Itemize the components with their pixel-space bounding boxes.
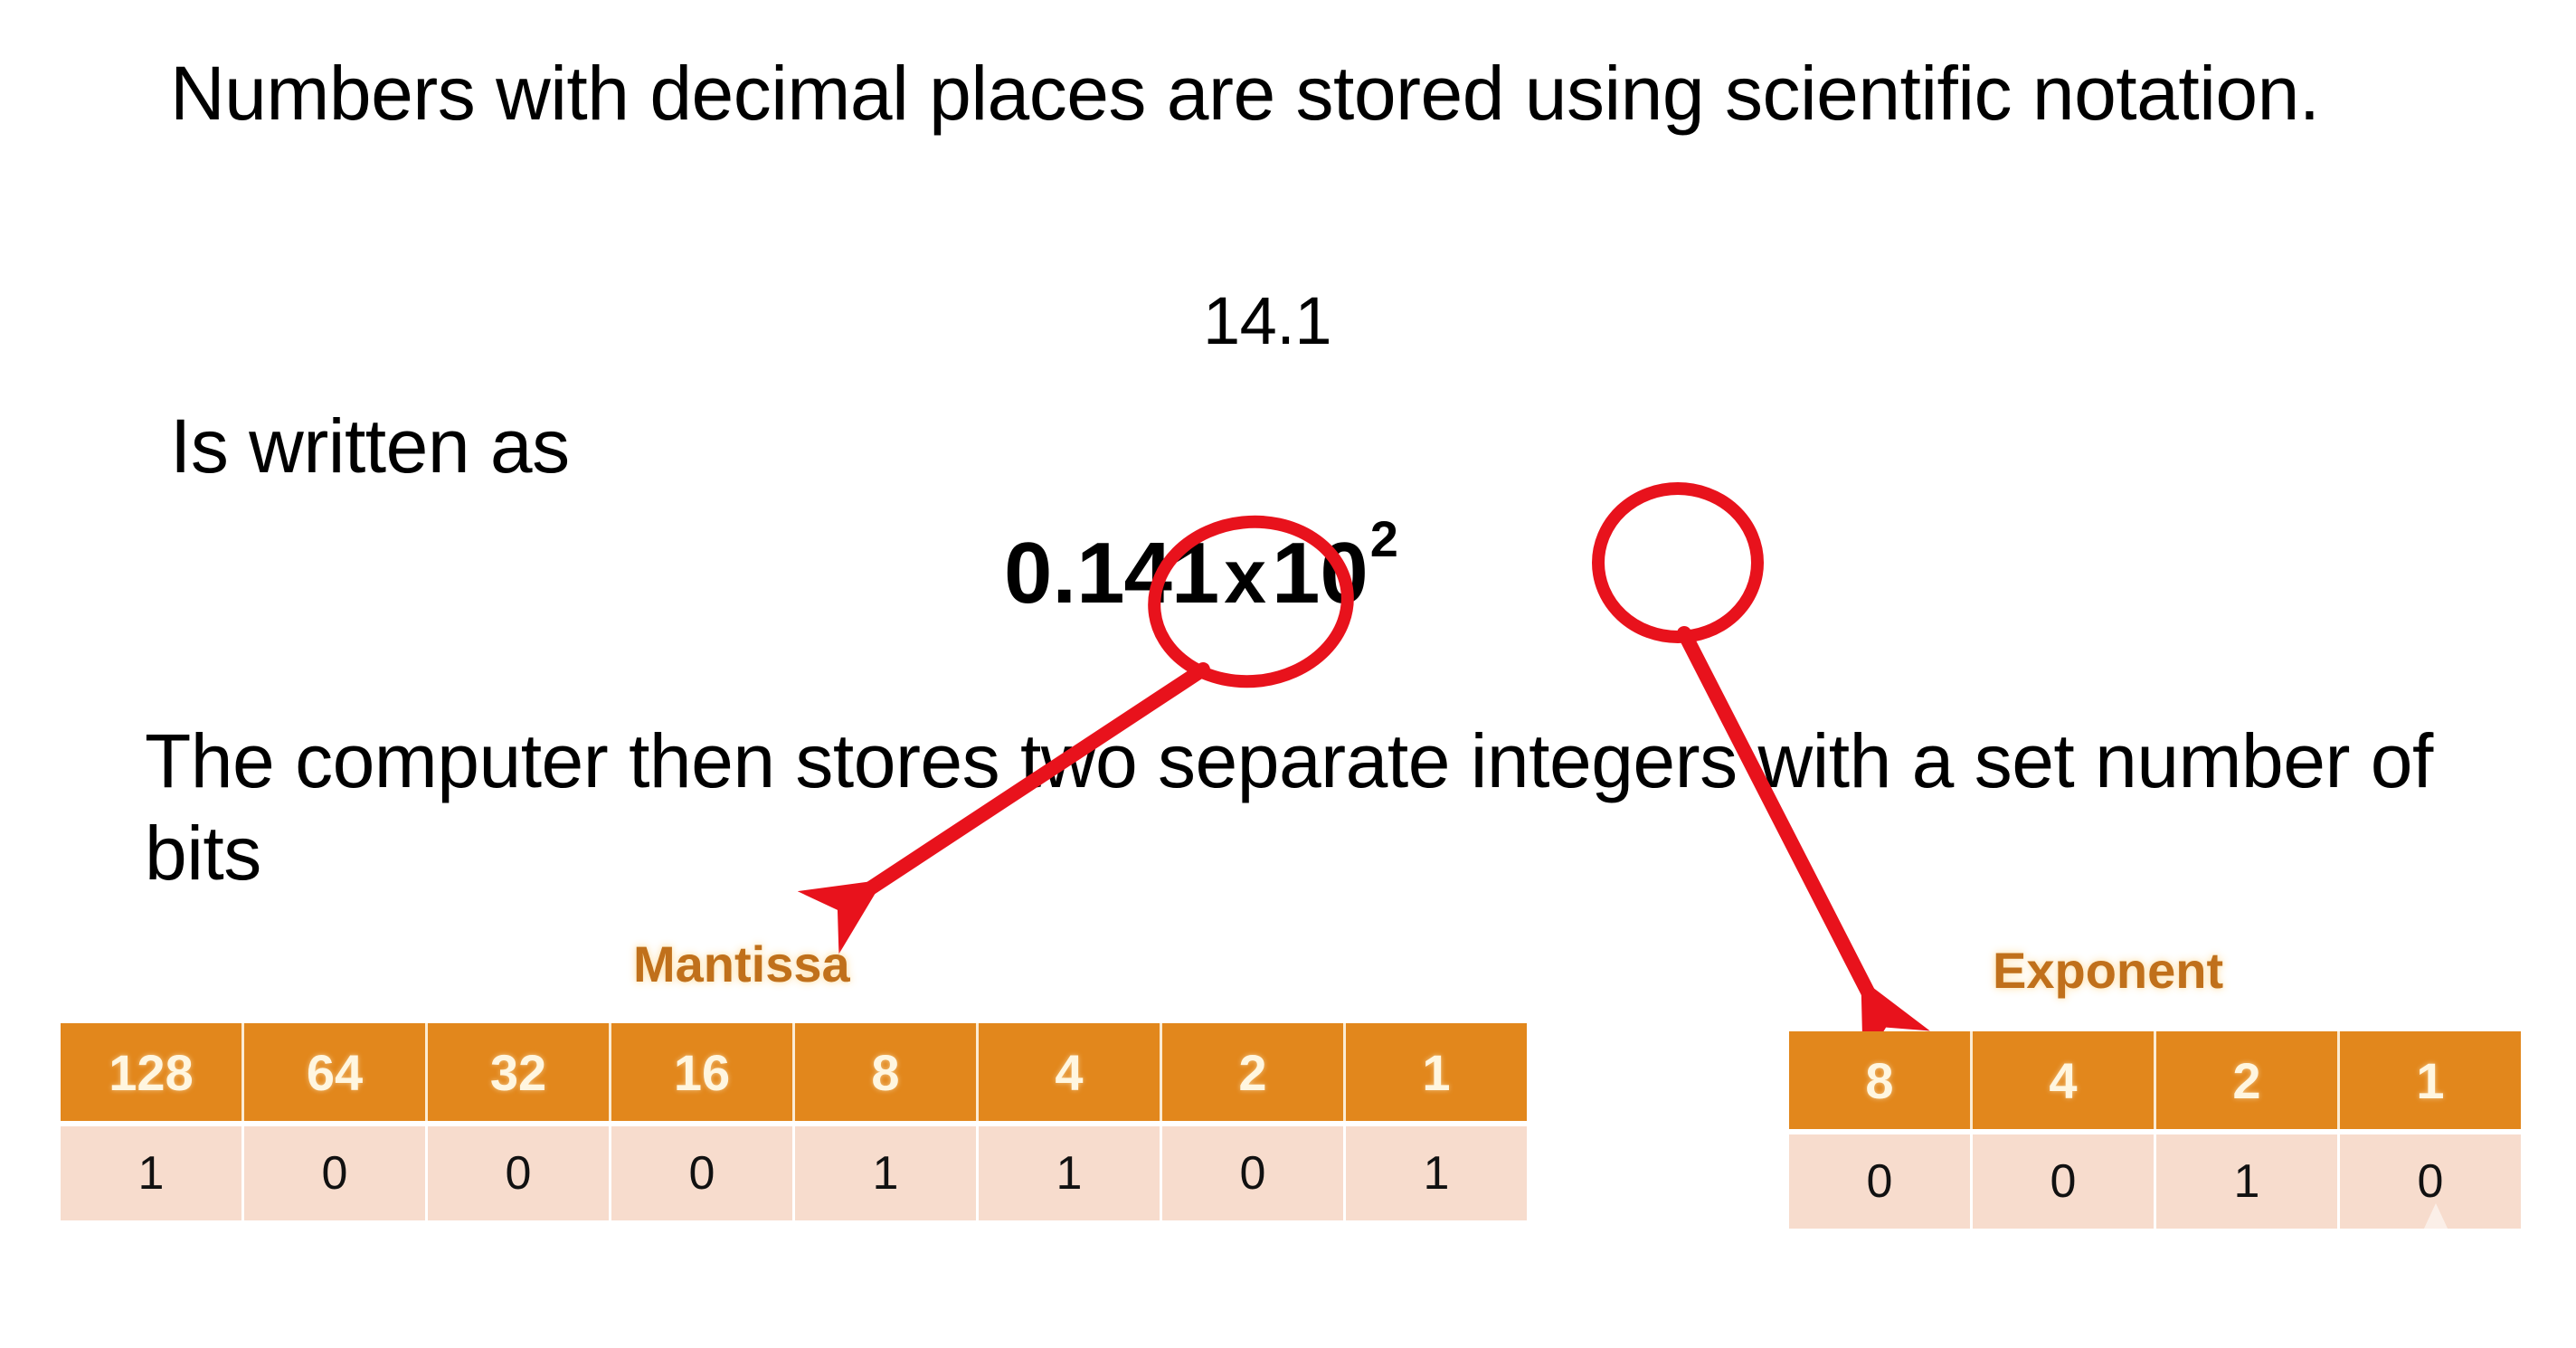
scientific-notation-formula: 0.141x102 [1004, 514, 1398, 619]
mantissa-caption: Mantissa [633, 935, 850, 992]
formula-multiply-operator: x [1224, 534, 1266, 619]
mantissa-bit-cell: 0 [244, 1121, 428, 1220]
intro-paragraph: Numbers with decimal places are stored u… [170, 51, 2320, 136]
decimal-value-text: 14.1 [1203, 283, 1332, 358]
mantissa-bit-cell: 1 [795, 1121, 979, 1220]
mantissa-bit-table: 128 64 32 16 8 4 2 1 1 0 0 0 1 1 0 1 [61, 1023, 1527, 1220]
exponent-header-row: 8 4 2 1 [1789, 1031, 2521, 1129]
formula-mantissa-digits: 141 [1076, 525, 1219, 622]
exponent-bits-row: 0 0 1 0 [1789, 1129, 2521, 1229]
mantissa-header-cell: 32 [428, 1023, 611, 1121]
mantissa-bit-cell: 1 [979, 1121, 1162, 1220]
is-written-as-text: Is written as [170, 403, 570, 489]
formula-leading: 0. [1004, 525, 1077, 622]
exponent-bit-table: 8 4 2 1 0 0 1 0 [1789, 1031, 2521, 1229]
exponent-header-cell: 8 [1789, 1031, 1973, 1129]
mantissa-header-row: 128 64 32 16 8 4 2 1 [61, 1023, 1527, 1121]
mantissa-header-cell: 2 [1162, 1023, 1346, 1121]
exponent-header-cell: 2 [2156, 1031, 2340, 1129]
stores-explanation-paragraph: The computer then stores two separate in… [145, 718, 2454, 897]
formula-exponent: 2 [1369, 510, 1398, 567]
exponent-bit-cell: 1 [2156, 1129, 2340, 1229]
mantissa-header-cell: 8 [795, 1023, 979, 1121]
exponent-header-cell: 4 [1973, 1031, 2156, 1129]
mantissa-bit-cell: 0 [428, 1121, 611, 1220]
mantissa-bit-cell: 0 [611, 1121, 795, 1220]
exponent-bit-cell: 0 [1973, 1129, 2156, 1229]
exponent-circle-annotation [1592, 482, 1764, 643]
mantissa-header-cell: 64 [244, 1023, 428, 1121]
mantissa-bit-cell: 1 [1346, 1121, 1527, 1220]
mantissa-header-cell: 16 [611, 1023, 795, 1121]
formula-base: 10 [1271, 525, 1368, 622]
mantissa-header-cell: 1 [1346, 1023, 1527, 1121]
mantissa-header-cell: 4 [979, 1023, 1162, 1121]
mantissa-bit-cell: 1 [61, 1121, 244, 1220]
mantissa-bit-cell: 0 [1162, 1121, 1346, 1220]
corner-chevron-icon [2410, 1203, 2461, 1258]
mantissa-bits-row: 1 0 0 0 1 1 0 1 [61, 1121, 1527, 1220]
mantissa-header-cell: 128 [61, 1023, 244, 1121]
exponent-header-cell: 1 [2340, 1031, 2521, 1129]
exponent-bit-cell: 0 [1789, 1129, 1973, 1229]
exponent-caption: Exponent [1993, 942, 2224, 999]
